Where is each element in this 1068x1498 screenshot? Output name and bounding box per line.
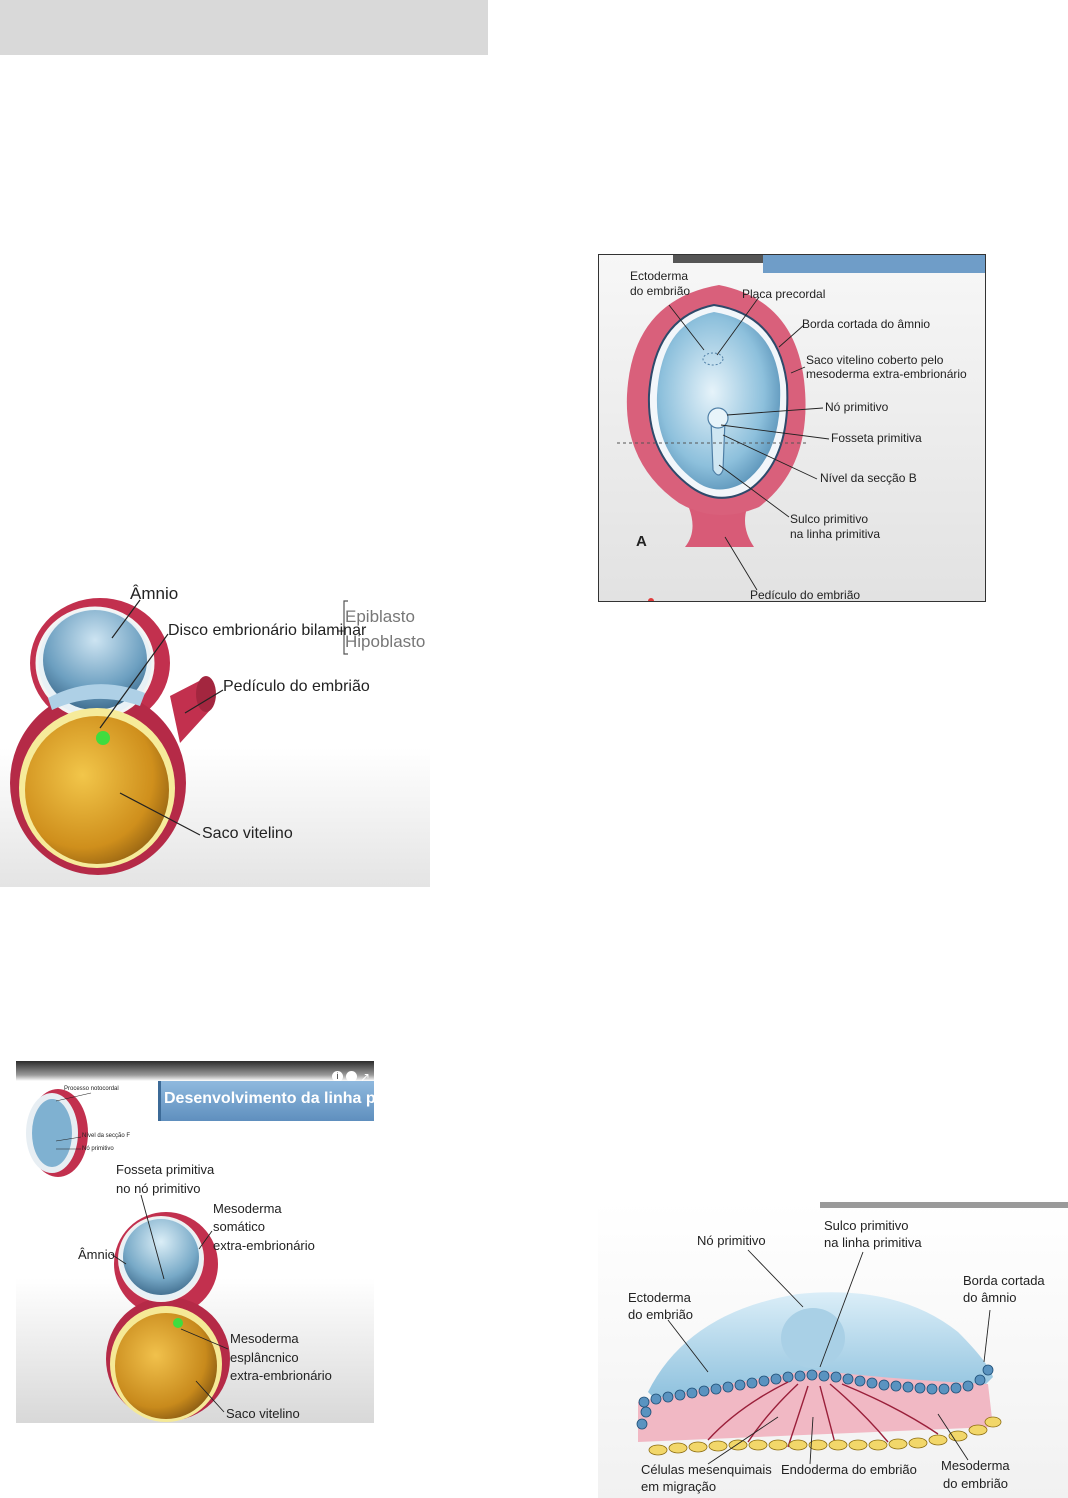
label-no-primitivo-small: Nó primitivo [82,1146,114,1152]
label-hipoblasto: Hipoblasto [345,632,426,651]
label-no-primitivo: Nó primitivo [697,1233,766,1248]
label-saco-vitelino: Saco vitelino [202,825,293,842]
label-sulco-2: na linha primitiva [790,527,881,541]
label-celulas-1: Células mesenquimais [641,1462,772,1477]
dorsal-disc-illustration [617,285,830,601]
header-bar [0,0,488,55]
label-amnio: Âmnio [78,1247,115,1262]
label-nivel-seccao: Nível da secção B [820,471,917,485]
cursor-icon [173,1318,183,1328]
info-icon[interactable]: i [332,1071,343,1082]
label-meso-esp-3: extra-embrionário [230,1368,332,1383]
label-processo-notocordal: Processo notocordal [64,1086,119,1092]
video-top-bar [820,1202,1068,1208]
label-saco-2: mesoderma extra-embrionário [806,367,967,381]
label-meso-som-2: somático [213,1219,266,1234]
label-ectoderma-1: Ectoderma [628,1290,691,1305]
label-pediculo: Pedículo do embrião [750,588,861,602]
label-celulas-2: em migração [641,1479,717,1494]
label-disco-embrionario: Disco embrionário bilaminar [168,622,367,639]
video-top-bar [16,1061,374,1081]
label-saco-vitelino: Saco vitelino [226,1406,300,1421]
label-meso-esp-2: esplâncnico [230,1350,299,1365]
label-fosseta-1: Fosseta primitiva [116,1162,215,1177]
title-text: Desenvolvimento da linha primitiva [164,1090,374,1107]
label-mesoderma-1: Mesoderma [941,1458,1010,1473]
figure-embryonic-disc-dorsal: Ectoderma do embrião Placa precordal Bor… [598,254,986,602]
bilaminar-disc-illustration [10,598,348,875]
label-fosseta-2: no nó primitivo [116,1181,201,1196]
label-borda-cortada: Borda cortada do âmnio [802,317,931,331]
video-title-bar-blue [763,255,985,273]
figure-primitive-streak-section: Nó primitivo Sulco primitivo na linha pr… [598,1202,1068,1498]
figure-linha-primitiva-video: i ↗ Desenvolvimento da linha primitiva [16,1061,374,1423]
title-bar [158,1081,374,1121]
label-sulco-1: Sulco primitivo [824,1218,909,1233]
label-borda-1: Borda cortada [963,1273,1045,1288]
cross-section-illustration [636,1249,1002,1465]
label-amnio: Âmnio [130,584,179,603]
label-mesoderma-2: do embrião [943,1476,1009,1491]
label-borda-2: do âmnio [963,1290,1017,1305]
cursor-icon [96,731,110,745]
label-placa-precordal: Placa precordal [742,287,826,301]
label-ectoderma-2: do embrião [630,284,691,298]
label-nivel-seccao: Nível da secção F [82,1133,131,1139]
share-icon[interactable]: ↗ [360,1070,371,1084]
label-meso-som-3: extra-embrionário [213,1238,315,1253]
label-fosseta-primitiva: Fosseta primitiva [831,431,922,445]
label-ectoderma-1: Ectoderma [630,269,689,283]
label-endoderma: Endoderma do embrião [781,1462,917,1477]
label-meso-som-1: Mesoderma [213,1201,282,1216]
clock-icon[interactable] [346,1071,357,1082]
label-saco-1: Saco vitelino coberto pelo [806,353,944,367]
label-sulco-2: na linha primitiva [824,1235,922,1250]
figure-bilaminar-disc: Âmnio Disco embrionário bilaminar Epibla… [0,578,430,887]
label-no-primitivo: Nó primitivo [825,400,889,414]
label-epiblasto: Epiblasto [345,607,415,626]
label-pediculo: Pedículo do embrião [223,678,370,695]
linha-primitiva-illustration [26,1089,230,1422]
label-letter-a: A [636,533,647,550]
label-meso-esp-1: Mesoderma [230,1331,299,1346]
label-sulco-1: Sulco primitivo [790,512,869,526]
label-ectoderma-2: do embrião [628,1307,694,1322]
